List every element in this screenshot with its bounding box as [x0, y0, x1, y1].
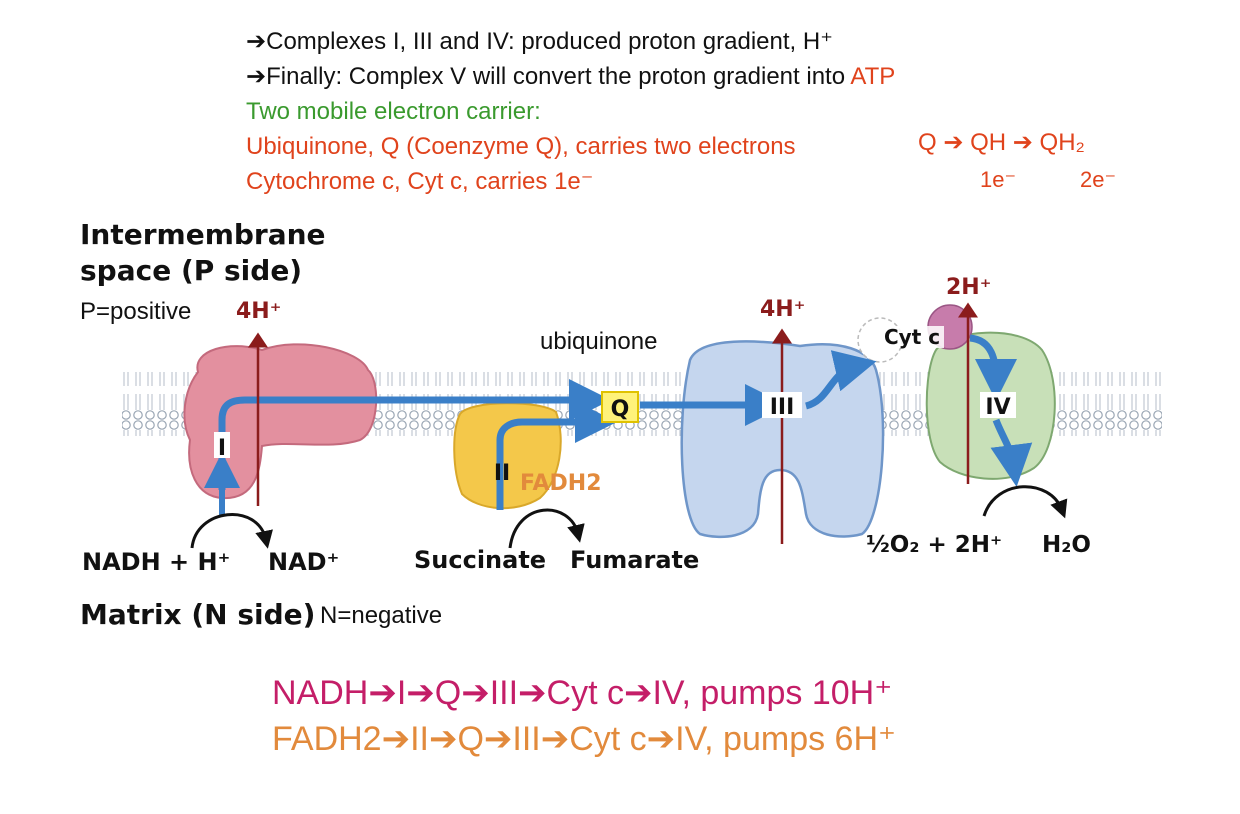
summary-nadh-line: NADH➔I➔Q➔III➔Cyt c➔IV, pumps 10H⁺ [272, 674, 893, 712]
label-1e: 1e⁻ [980, 167, 1017, 192]
note-line-4: Ubiquinone, Q (Coenzyme Q), carries two … [246, 133, 796, 160]
complex-ii-shape [453, 402, 562, 510]
complex-iv-label-bg [980, 392, 1016, 418]
cyt-c-label: Cyt c [884, 325, 940, 349]
electron-path-cytc-to-iv [969, 334, 1017, 401]
complex-ii-label: II [494, 461, 510, 486]
atp-text: ATP [850, 63, 896, 90]
fumarate-label: Fumarate [570, 546, 699, 574]
p-positive-label: P=positive [80, 298, 192, 325]
complex-i-label: I [218, 436, 226, 461]
notes-block: ➔Complexes I, III and IV: produced proto… [246, 24, 895, 199]
nadh-label: NADH + H⁺ [82, 548, 230, 576]
complex-iii-label: III [770, 395, 795, 420]
complex-iv-label: IV [985, 395, 1010, 420]
note-line-3: Two mobile electron carrier: [246, 98, 541, 125]
nad-label: NAD⁺ [268, 548, 339, 576]
nadh-reaction-arrow [190, 513, 273, 549]
note-line-1: ➔Complexes I, III and IV: produced proto… [246, 28, 833, 55]
q-box-label: Q [611, 397, 630, 422]
proton-label-4h-left: 4H⁺ [236, 299, 281, 324]
complex-i-shape [183, 343, 378, 500]
ubiquinone-label: ubiquinone [540, 328, 658, 355]
note-line-2: ➔Finally: Complex V will convert the pro… [246, 63, 896, 90]
cyt-c-label-bg [884, 326, 944, 348]
electron-path-ii-to-q [496, 401, 617, 510]
proton-label-4h-mid: 4H⁺ [760, 297, 805, 322]
proton-label-2h: 2H⁺ [946, 275, 991, 300]
succinate-label: Succinate [414, 546, 546, 574]
q-box [601, 391, 639, 423]
matrix-label: Matrix (N side) [80, 598, 316, 631]
label-2e: 2e⁻ [1080, 167, 1117, 192]
n-negative-label: N=negative [320, 602, 443, 629]
electron-path-iv-down [990, 418, 1033, 487]
water-label: H₂O [1042, 532, 1091, 558]
electron-path-i-to-q [218, 379, 611, 490]
q-sequence: Q ➔ QH ➔ QH₂ [918, 129, 1085, 156]
fadh2-label: FADH2 [520, 471, 602, 496]
summary-fadh2-line: FADH2➔II➔Q➔III➔Cyt c➔IV, pumps 6H⁺ [272, 720, 896, 758]
oxygen-label: ½O₂ + 2H⁺ [866, 532, 1002, 558]
intermembrane-label-line1: Intermembrane [80, 218, 326, 251]
complex-i-label-bg [214, 432, 230, 458]
electron-path-iii-to-cytc [804, 350, 877, 410]
succinate-reaction-arrow [508, 508, 585, 549]
note-line-5: Cytochrome c, Cyt c, carries 1e⁻ [246, 168, 594, 195]
intermembrane-label-line2: space (P side) [80, 254, 303, 287]
oxygen-reaction-arrow [982, 485, 1068, 519]
complex-iii-label-bg [762, 392, 802, 418]
